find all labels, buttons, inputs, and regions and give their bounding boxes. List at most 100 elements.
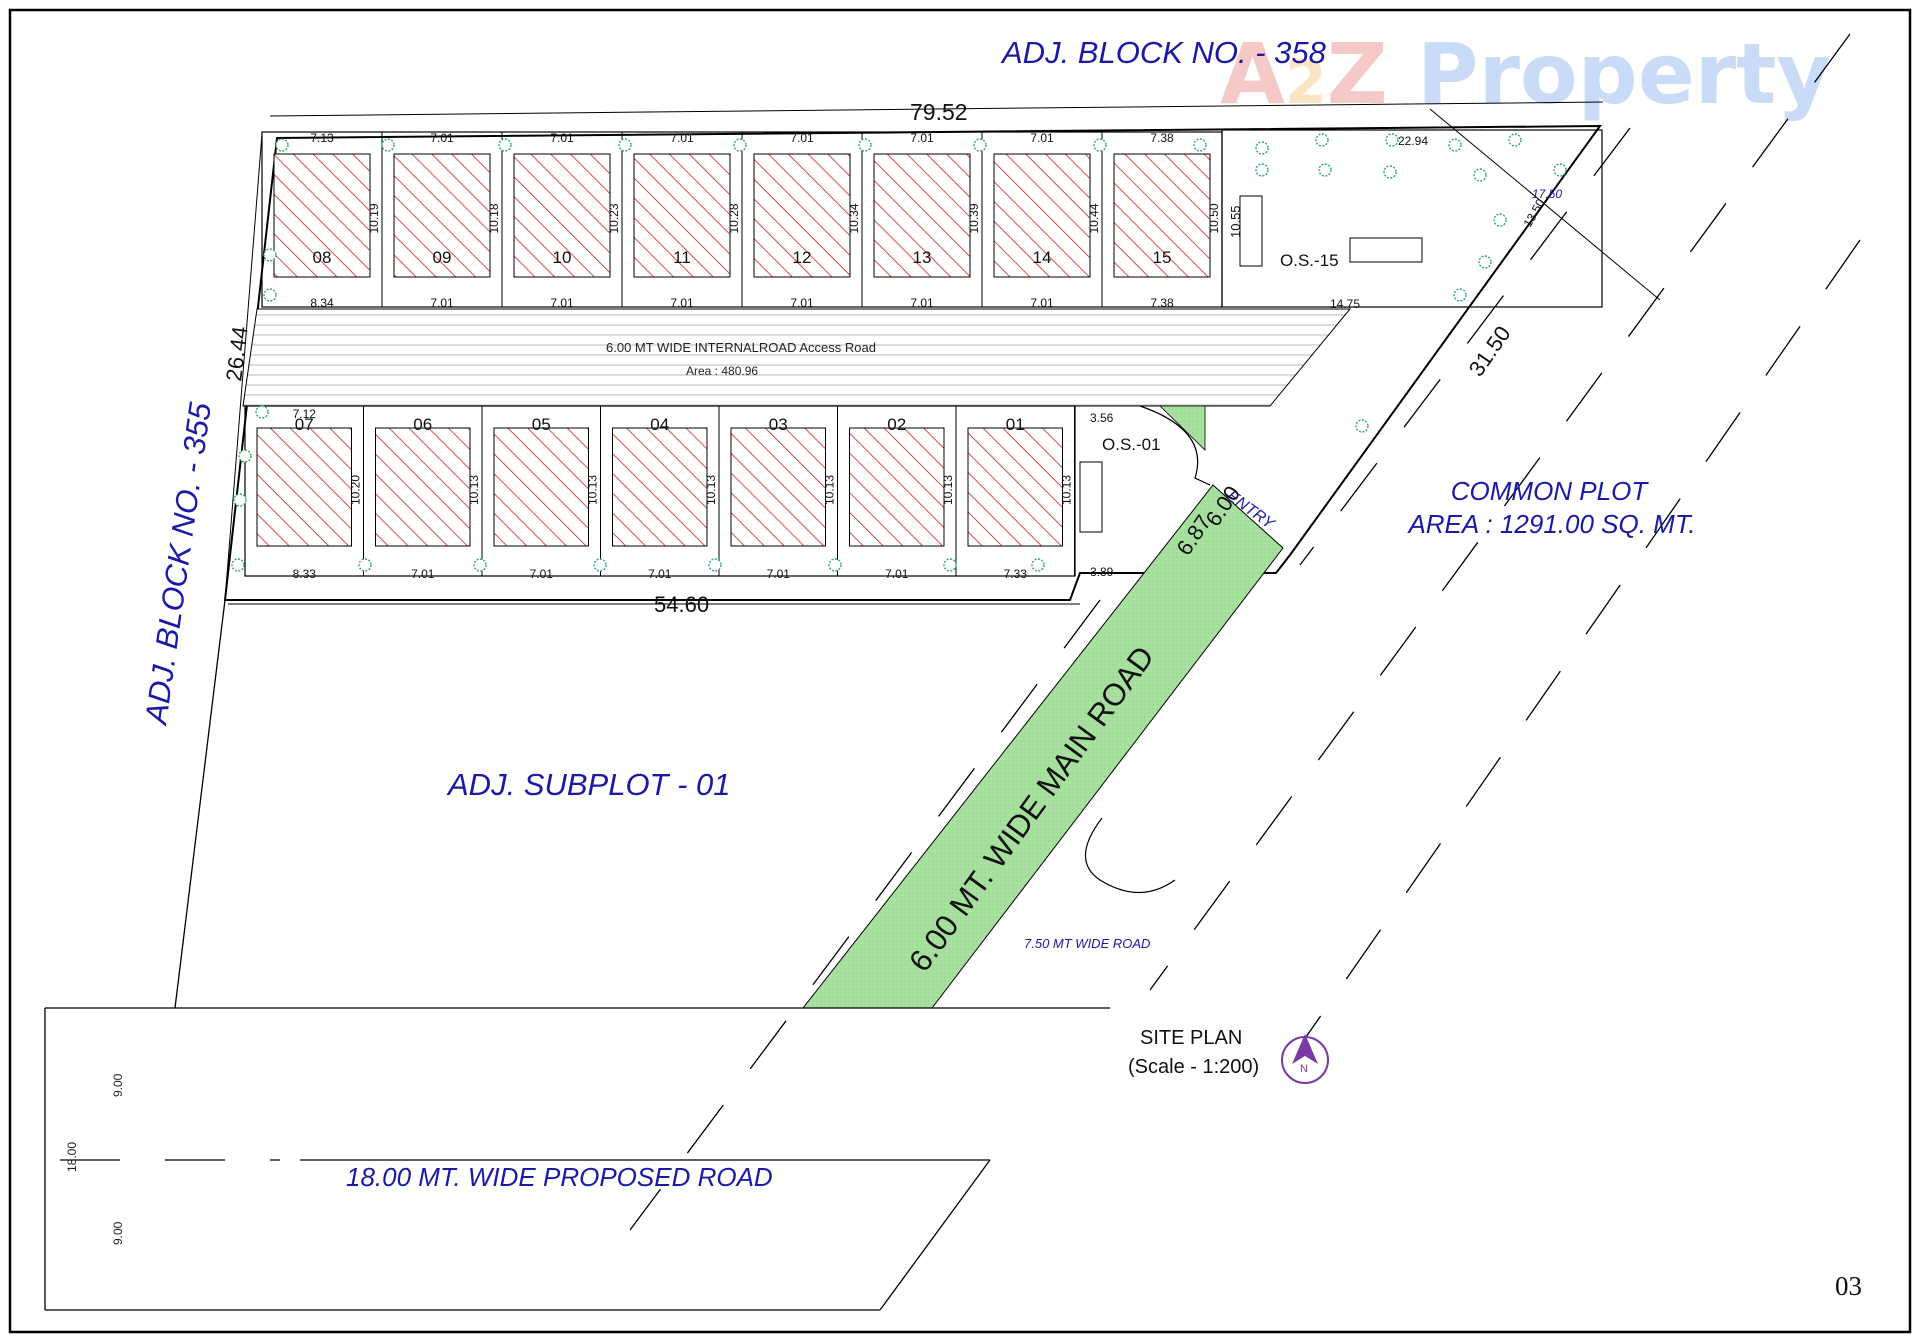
plot-bottom-dim: 7.38	[1150, 296, 1174, 310]
plot-number: 10	[553, 248, 572, 267]
plot-side-dim: 10.13	[586, 475, 600, 505]
building-footprint	[493, 427, 589, 547]
tree-icon	[1493, 213, 1507, 227]
tree-icon	[1193, 138, 1207, 152]
plot-top-dim: 7.38	[1150, 131, 1174, 145]
plot-side-dim: 10.13	[467, 475, 481, 505]
tank-bottom	[1079, 461, 1103, 533]
entry-green-patch	[1159, 405, 1206, 451]
plot-bottom-dim: 7.33	[1004, 567, 1028, 581]
bottom-row-plots: 077.128.3310.20067.0110.13057.0110.13047…	[244, 405, 1075, 581]
top-row-plots: 087.138.3410.19097.017.0110.18107.017.01…	[261, 131, 1223, 310]
common-plot-edge	[1429, 108, 1661, 301]
os01-label: O.S.-01	[1102, 435, 1161, 454]
plot-number: 01	[1006, 415, 1025, 434]
tree-icon	[358, 558, 372, 572]
plot-top-dim: 7.01	[430, 131, 454, 145]
plot-number: 11	[673, 248, 691, 267]
tank-ws	[1349, 237, 1423, 263]
dim-os01-bottom: 3.89	[1090, 565, 1114, 579]
plot-side-dim: 10.19	[367, 203, 381, 233]
plot-number: 09	[433, 248, 452, 267]
road-curve	[1084, 817, 1176, 894]
tree-icon	[381, 138, 395, 152]
common-plot-area: AREA : 1291.00 SQ. MT.	[1406, 509, 1695, 539]
tree-icon	[733, 138, 747, 152]
plot-number: 15	[1153, 248, 1172, 267]
plot-number: 04	[650, 415, 669, 434]
tree-icon	[1255, 163, 1269, 177]
tree-icon	[1478, 255, 1492, 269]
building-footprint	[1113, 153, 1211, 278]
plot-side-dim: 10.44	[1087, 203, 1101, 233]
plot-top-dim: 7.01	[790, 131, 814, 145]
top-plot-15: 15 7.38 7.38 10.50	[1101, 131, 1223, 310]
building-footprint	[393, 153, 491, 278]
adj-block-358-label: ADJ. BLOCK NO. - 358	[1000, 35, 1327, 70]
site-plan-scale: (Scale - 1:200)	[1128, 1056, 1259, 1078]
plot-number: 05	[532, 415, 551, 434]
adjacent-lines	[44, 599, 1110, 1311]
dimension-lines	[224, 101, 1604, 605]
building-footprint	[753, 153, 851, 278]
tank-top	[1239, 195, 1263, 267]
plot-side-dim: 10.50	[1207, 203, 1221, 233]
building-footprint	[273, 153, 371, 278]
plot-number: 13	[913, 248, 932, 267]
dim-road-9-b: 9.00	[111, 1221, 125, 1245]
plot-bottom-dim: 7.01	[550, 296, 574, 310]
plot-side-dim: 10.13	[941, 475, 955, 505]
tree-icon	[1318, 163, 1332, 177]
plot-top-dim: 7.12	[293, 407, 317, 421]
common-plot-label: COMMON PLOT	[1451, 476, 1650, 506]
plot-side-dim: 10.13	[704, 475, 718, 505]
entry-curve	[1139, 405, 1211, 486]
dim-os15-bottom: 14.75	[1330, 297, 1360, 311]
dim-os01-top: 3.56	[1090, 411, 1114, 425]
tree-icon	[263, 288, 277, 302]
tree-icon	[255, 405, 269, 419]
dim-os15-right-b: 13.50	[1520, 196, 1547, 229]
dashed-road-lines	[60, 33, 1861, 1231]
dim-top-width: 79.52	[910, 99, 968, 125]
plot-bottom-dim: 7.01	[530, 567, 554, 581]
tree-icon	[1031, 558, 1045, 572]
plot-number: 14	[1033, 248, 1052, 267]
dim-right-slant: 31.50	[1464, 321, 1516, 380]
building-footprint	[256, 427, 352, 547]
plot-bottom-dim: 7.01	[790, 296, 814, 310]
tree-icon	[1383, 165, 1397, 179]
main-road-label: 6.00 MT. WIDE MAIN ROAD	[902, 640, 1161, 978]
watermark: A2Z Property	[1220, 25, 1831, 123]
site-plan-title: SITE PLAN	[1140, 1027, 1242, 1049]
os15-label: O.S.-15	[1280, 251, 1339, 270]
os15-frame	[1221, 129, 1603, 308]
plot-bottom-dim: 7.01	[767, 567, 791, 581]
plot-top-dim: 7.13	[310, 131, 334, 145]
tree-icon	[1255, 141, 1269, 155]
tree-icon	[473, 558, 487, 572]
plot-side-dim: 10.23	[607, 203, 621, 233]
plot-bottom-dim: 7.01	[1030, 296, 1054, 310]
tree-icon	[1355, 419, 1369, 433]
plot-number: 12	[793, 248, 812, 267]
plot-bottom-dim: 8.34	[310, 296, 334, 310]
tree-icon	[858, 138, 872, 152]
dim-road-18: 18.00	[65, 1142, 79, 1172]
tree-icon	[1093, 138, 1107, 152]
plot-bottom-dim: 7.01	[430, 296, 454, 310]
dim-bottom-width: 54.60	[654, 592, 709, 617]
plot-boundary	[1101, 131, 1223, 308]
building-footprint	[633, 153, 731, 278]
building-footprint	[993, 153, 1091, 278]
tree-icon	[708, 558, 722, 572]
building-footprint	[612, 427, 708, 547]
